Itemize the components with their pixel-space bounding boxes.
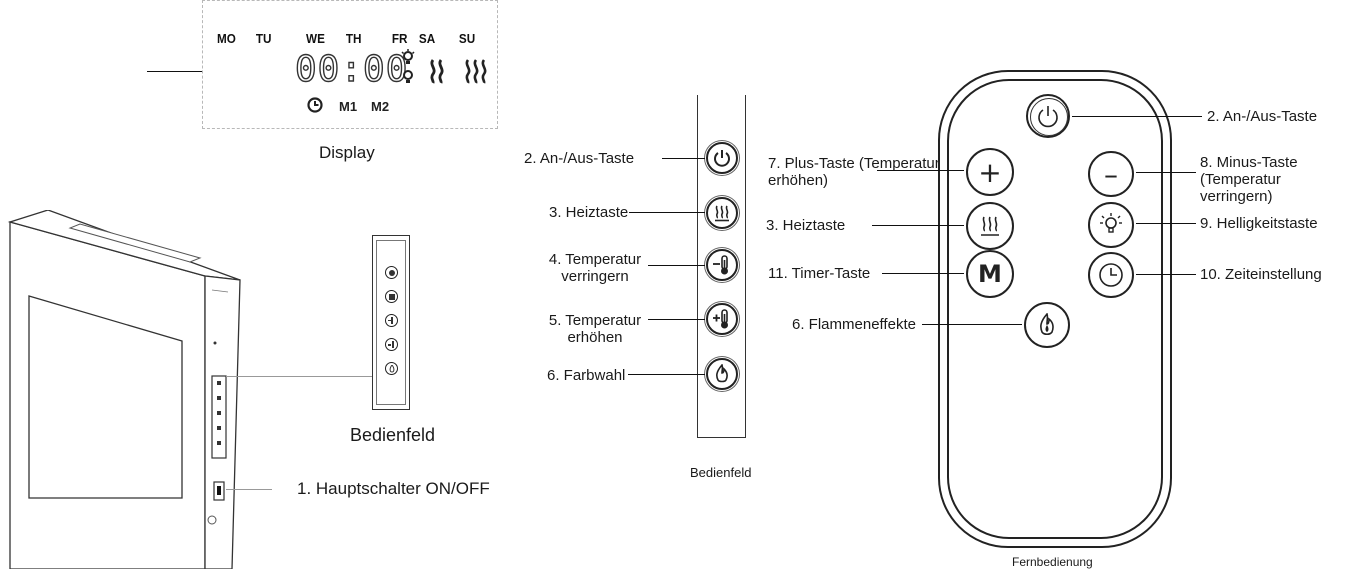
strip-power-button[interactable] <box>706 142 738 174</box>
inset-temp-down-button <box>385 314 398 327</box>
clock-icon <box>1099 263 1123 287</box>
remote-body <box>938 70 1172 548</box>
heat-icon <box>715 205 729 222</box>
strip-label-temp-down: 4. Temperatur verringern <box>548 251 642 285</box>
display-panel: MO TU WE TH FR SA SU 00:00 M1 M2 <box>202 0 498 129</box>
strip-leader-heat <box>629 212 705 213</box>
remote-label-brightness: 9. Helligkeitstaste <box>1200 215 1318 232</box>
remote-leader-minus <box>1136 172 1196 173</box>
thermometer-minus-icon <box>713 255 728 275</box>
remote-label-flame: 6. Flammeneffekte <box>792 316 916 333</box>
remote-minus-button[interactable]: – <box>1088 151 1134 197</box>
heater-illustration <box>7 210 241 569</box>
strip-caption: Bedienfeld <box>690 465 752 480</box>
remote-plus-button[interactable]: + <box>966 148 1014 196</box>
inset-flame-button <box>385 362 398 375</box>
heat-icon <box>981 216 999 236</box>
control-strip <box>697 95 746 438</box>
remote-brightness-button[interactable] <box>1088 202 1134 248</box>
strip-label-heat: 3. Heiztaste <box>549 204 629 221</box>
remote-leader-power <box>1072 116 1202 117</box>
strip-heat-button[interactable] <box>706 197 738 229</box>
day-we: WE <box>306 31 325 46</box>
inset-heat-button <box>385 290 398 303</box>
day-tu: TU <box>255 31 272 46</box>
remote-flame-button[interactable] <box>1024 302 1070 348</box>
remote-time-set-button[interactable] <box>1088 252 1134 298</box>
remote-label-power: 2. An-/Aus-Taste <box>1207 108 1318 125</box>
remote-leader-flame <box>922 324 1022 325</box>
inset-power-button <box>385 266 398 279</box>
remote-body-inner <box>947 79 1163 539</box>
remote-label-plus: 7. Plus-Taste (Temperatur erhöhen) <box>768 155 940 189</box>
bulb-icon <box>1100 213 1122 233</box>
day-su: SU <box>458 31 476 46</box>
clock-icon <box>307 97 323 113</box>
bulb-icon <box>401 49 415 83</box>
power-icon <box>714 150 730 167</box>
minus-icon: – <box>1104 157 1118 191</box>
remote-timer-button[interactable]: M <box>966 250 1014 298</box>
remote-label-time-set: 10. Zeiteinstellung <box>1200 266 1322 283</box>
switch-leader-line <box>226 489 272 490</box>
strip-flame-button[interactable] <box>706 358 738 390</box>
heat-high-icon <box>465 59 487 84</box>
strip-leader-color <box>628 374 705 375</box>
strip-temp-up-button[interactable] <box>706 303 738 335</box>
panel-leader-line <box>226 376 372 377</box>
display-leader-line <box>147 71 202 72</box>
heater-panel-caption: Bedienfeld <box>350 425 436 445</box>
remote-leader-plus <box>877 170 964 171</box>
remote-label-heat: 3. Heiztaste <box>766 217 846 234</box>
plus-icon: + <box>978 155 1002 189</box>
day-mo: MO <box>217 31 236 46</box>
flame-icon <box>1040 313 1054 336</box>
strip-label-temp-up: 5. Temperatur erhöhen <box>548 312 642 346</box>
remote-heat-button[interactable] <box>966 202 1014 250</box>
strip-label-power: 2. An-/Aus-Taste <box>524 150 635 167</box>
remote-caption: Fernbedienung <box>1012 555 1093 569</box>
main-switch-label: 1. Hauptschalter ON/OFF <box>297 479 490 498</box>
remote-leader-timer <box>882 273 964 274</box>
strip-temp-down-button[interactable] <box>706 249 738 281</box>
day-sa: SA <box>418 31 436 46</box>
remote-leader-brightness <box>1136 223 1196 224</box>
display-caption: Display <box>319 143 375 162</box>
strip-leader-power <box>662 158 705 159</box>
inset-temp-up-button <box>385 338 398 351</box>
mode-m2: M2 <box>371 99 390 114</box>
strip-label-color: 6. Farbwahl <box>547 367 626 384</box>
timer-glyph: M <box>978 260 1002 288</box>
strip-leader-temp-up <box>648 319 705 320</box>
mode-m1: M1 <box>339 99 358 114</box>
thermometer-plus-icon <box>713 309 728 329</box>
remote-leader-heat <box>872 225 964 226</box>
remote-label-minus: 8. Minus-Taste (Temperatur verringern) <box>1200 154 1298 205</box>
remote-leader-time-set <box>1136 274 1196 275</box>
remote-label-timer: 11. Timer-Taste <box>768 265 871 282</box>
strip-leader-temp-down <box>648 265 705 266</box>
display-time: 00:00 <box>294 49 409 90</box>
flame-icon <box>716 364 728 383</box>
remote-power-button[interactable] <box>1026 94 1070 138</box>
heat-low-icon <box>430 59 444 84</box>
day-th: TH <box>345 31 362 46</box>
day-fr: FR <box>391 31 408 46</box>
